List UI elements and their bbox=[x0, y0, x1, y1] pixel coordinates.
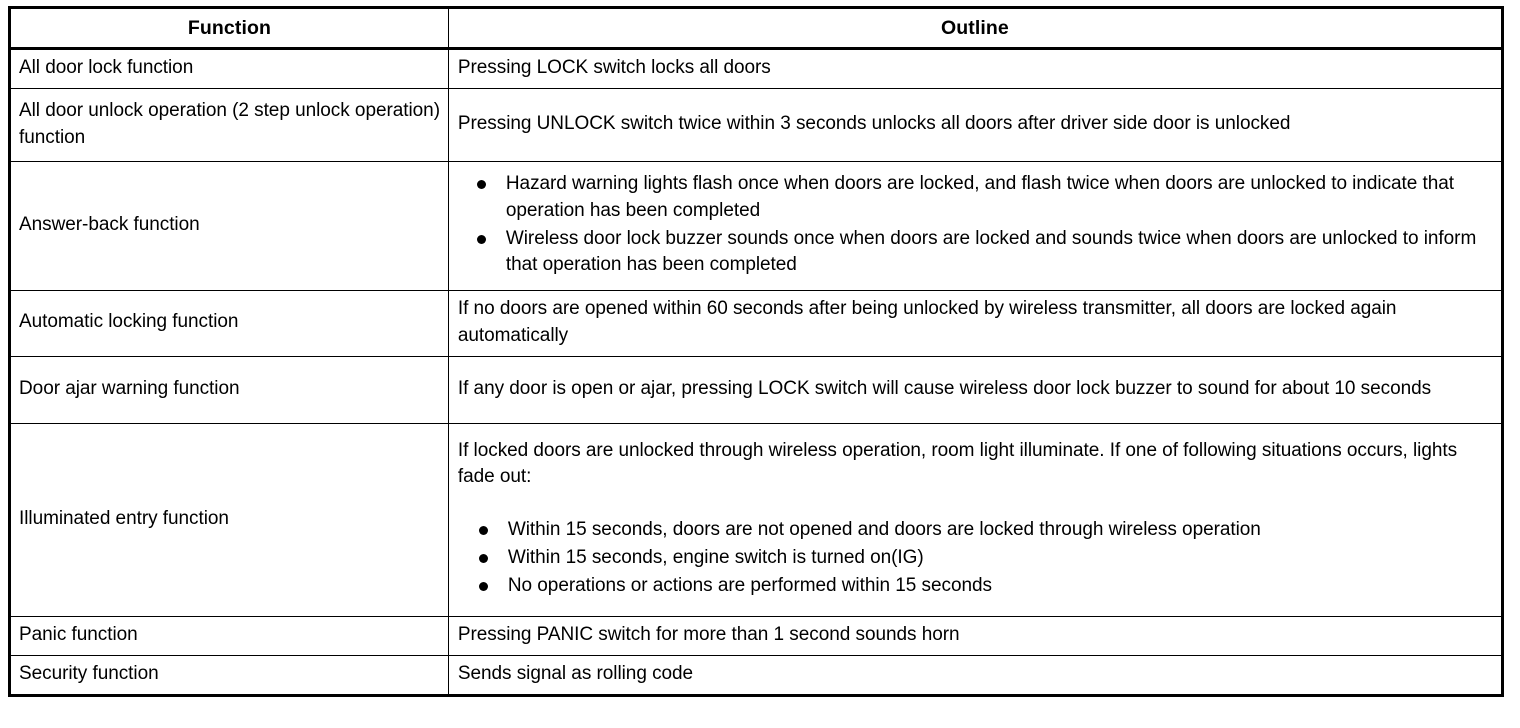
list-item-label: No operations or actions are performed w… bbox=[507, 575, 992, 597]
list-item: Hazard warning lights flash once when do… bbox=[472, 171, 1496, 225]
function-label: Illuminated entry function bbox=[19, 507, 229, 529]
outline-body: If locked doors are unlocked through wir… bbox=[449, 433, 1501, 608]
function-label: All door lock function bbox=[19, 57, 194, 79]
bullet-dot-icon bbox=[478, 554, 488, 564]
function-label: Answer-back function bbox=[19, 214, 200, 236]
cell-function-automatic-locking: Automatic locking function bbox=[9, 290, 449, 357]
cell-outline-security: Sends signal as rolling code bbox=[447, 654, 1504, 696]
list-item-label: Hazard warning lights flash once when do… bbox=[505, 172, 1454, 221]
cell-outline-all-door-unlock: Pressing UNLOCK switch twice within 3 se… bbox=[447, 88, 1504, 162]
cell-function-all-door-unlock: All door unlock operation (2 step unlock… bbox=[9, 88, 449, 162]
table-row: Illuminated entry function If locked doo… bbox=[9, 422, 1504, 617]
bullet-dot-icon bbox=[476, 234, 486, 244]
function-label: Panic function bbox=[19, 623, 138, 645]
cell-outline-panic: Pressing PANIC switch for more than 1 se… bbox=[447, 615, 1504, 656]
list-item: Wireless door lock buzzer sounds once wh… bbox=[472, 226, 1496, 280]
cell-function-illuminated-entry: Illuminated entry function bbox=[9, 422, 449, 617]
outline-text: Pressing LOCK switch locks all doors bbox=[457, 57, 771, 79]
table-row: All door lock function Pressing LOCK swi… bbox=[9, 48, 1504, 89]
list-item-label: Wireless door lock buzzer sounds once wh… bbox=[505, 227, 1477, 276]
outline-bullet-list: Within 15 seconds, doors are not opened … bbox=[474, 517, 1496, 600]
list-item: Within 15 seconds, doors are not opened … bbox=[474, 517, 1496, 544]
column-header-outline: Outline bbox=[447, 7, 1504, 50]
cell-function-answer-back: Answer-back function bbox=[9, 161, 449, 291]
function-label: Door ajar warning function bbox=[19, 377, 240, 399]
cell-function-panic: Panic function bbox=[9, 615, 449, 656]
outline-bullet-list: Hazard warning lights flash once when do… bbox=[472, 171, 1496, 280]
cell-outline-illuminated-entry: If locked doors are unlocked through wir… bbox=[447, 422, 1504, 617]
outline-text: Pressing PANIC switch for more than 1 se… bbox=[457, 623, 960, 645]
cell-function-security: Security function bbox=[9, 654, 449, 696]
cell-outline-automatic-locking: If no doors are opened within 60 seconds… bbox=[447, 290, 1504, 357]
bullet-dot-icon bbox=[476, 179, 486, 189]
cell-function-all-door-lock: All door lock function bbox=[9, 48, 449, 89]
table-row: Automatic locking function If no doors a… bbox=[9, 290, 1504, 357]
function-label: Automatic locking function bbox=[19, 311, 239, 333]
table-header: Function Outline bbox=[9, 7, 1504, 50]
cell-function-door-ajar-warning: Door ajar warning function bbox=[9, 355, 449, 424]
list-item-label: Within 15 seconds, doors are not opened … bbox=[507, 519, 1261, 541]
list-item-label: Within 15 seconds, engine switch is turn… bbox=[507, 547, 924, 569]
table-row: Door ajar warning function If any door i… bbox=[9, 355, 1504, 424]
table-row: All door unlock operation (2 step unlock… bbox=[9, 88, 1504, 162]
cell-outline-all-door-lock: Pressing LOCK switch locks all doors bbox=[447, 48, 1504, 89]
function-label: Security function bbox=[19, 662, 159, 684]
outline-text: If any door is open or ajar, pressing LO… bbox=[457, 377, 1432, 399]
outline-text: Pressing UNLOCK switch twice within 3 se… bbox=[457, 113, 1291, 135]
outline-text: If no doors are opened within 60 seconds… bbox=[457, 298, 1397, 346]
header-row: Function Outline bbox=[9, 7, 1504, 50]
outline-body: Hazard warning lights flash once when do… bbox=[449, 166, 1501, 287]
outline-text: Sends signal as rolling code bbox=[457, 662, 694, 684]
bullet-dot-icon bbox=[478, 582, 488, 592]
table-row: Panic function Pressing PANIC switch for… bbox=[9, 615, 1504, 656]
function-label: All door unlock operation (2 step unlock… bbox=[19, 99, 440, 148]
wireless-door-lock-function-table: Function Outline All door lock function … bbox=[8, 6, 1504, 697]
outline-intro-text: If locked doors are unlocked through wir… bbox=[457, 439, 1458, 488]
table-row: Answer-back function Hazard warning ligh… bbox=[9, 161, 1504, 291]
bullet-dot-icon bbox=[478, 526, 488, 536]
list-item: Within 15 seconds, engine switch is turn… bbox=[474, 545, 1496, 572]
column-header-function: Function bbox=[9, 7, 449, 50]
table-row: Security function Sends signal as rollin… bbox=[9, 654, 1504, 696]
list-item: No operations or actions are performed w… bbox=[474, 573, 1496, 600]
cell-outline-door-ajar-warning: If any door is open or ajar, pressing LO… bbox=[447, 355, 1504, 424]
cell-outline-answer-back: Hazard warning lights flash once when do… bbox=[447, 161, 1504, 291]
table-body: All door lock function Pressing LOCK swi… bbox=[9, 48, 1504, 696]
